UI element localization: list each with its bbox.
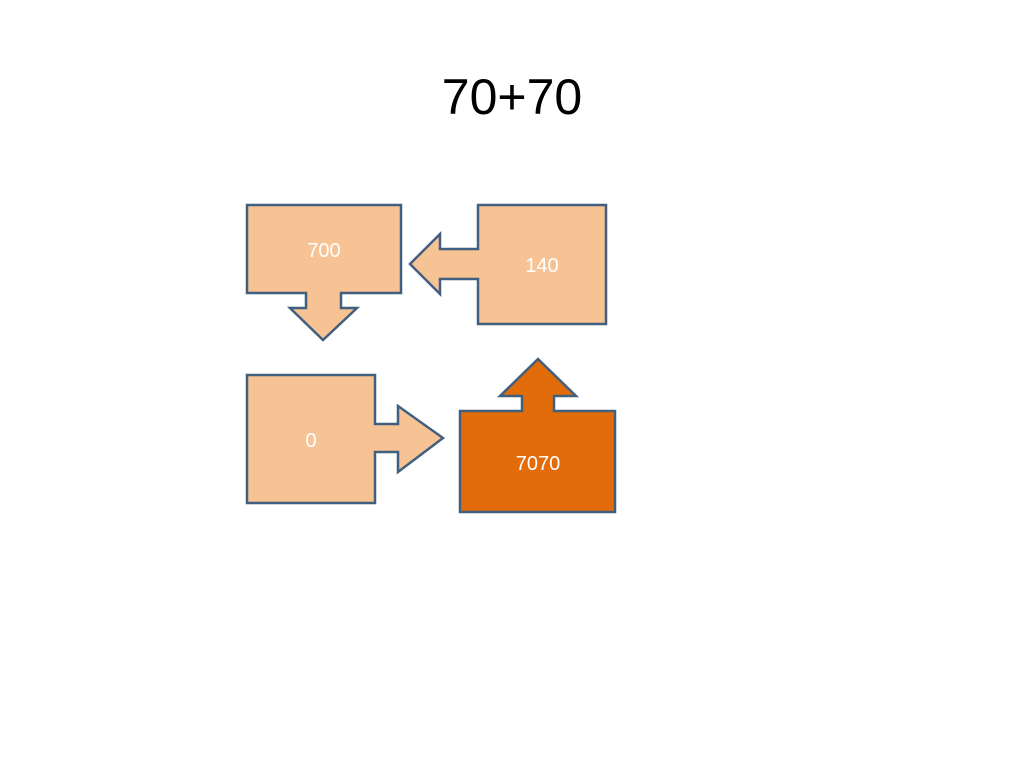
callout-700-down: 700 — [245, 203, 403, 342]
callout-label-0: 0 — [305, 430, 316, 452]
callout-0-right: 0 — [245, 373, 446, 505]
callout-label-700: 700 — [307, 240, 340, 262]
up-arrow-callout-shape — [458, 357, 617, 514]
left-arrow-callout-shape — [408, 203, 608, 326]
right-arrow-callout-shape — [245, 373, 446, 505]
callout-7070-up: 7070 — [458, 357, 617, 514]
callout-140-left: 140 — [408, 203, 608, 326]
callout-label-7070: 7070 — [516, 453, 561, 475]
slide-title: 70+70 — [441, 69, 583, 125]
down-arrow-callout-shape — [245, 203, 403, 342]
callout-label-140: 140 — [525, 255, 558, 277]
